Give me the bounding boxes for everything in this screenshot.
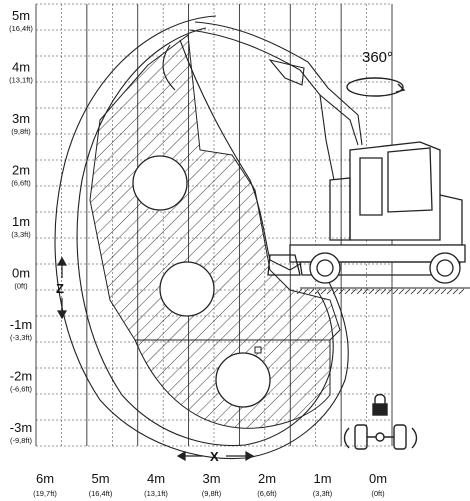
marker-square <box>254 346 262 354</box>
y-label-m: -2m <box>10 369 32 384</box>
x-label-ft: (0ft) <box>371 489 385 498</box>
z-axis-letter: Z <box>56 281 64 296</box>
excavator <box>267 141 470 289</box>
y-label-ft: (-3,3ft) <box>10 333 33 342</box>
x-label-m: 5m <box>91 471 109 486</box>
position-circle-middle <box>159 261 215 317</box>
z-axis-indicator <box>56 256 68 320</box>
axle-lock-icon <box>343 393 418 450</box>
y-label-m: 4m <box>12 60 30 75</box>
position-circle-lower <box>215 352 271 408</box>
y-label-ft: (-6,6ft) <box>10 385 33 394</box>
y-label-m: 2m <box>12 163 30 178</box>
x-label-ft: (6,6ft) <box>257 489 277 498</box>
x-label-m: 2m <box>258 471 276 486</box>
y-label-ft: (9,8ft) <box>11 127 31 136</box>
ground-hatch <box>296 288 465 295</box>
position-circle-upper <box>132 155 188 211</box>
x-label-m: 6m <box>36 471 54 486</box>
x-axis-indicator <box>176 450 255 462</box>
y-label-ft: (16,4ft) <box>9 24 33 33</box>
x-label-ft: (3,3ft) <box>313 489 333 498</box>
x-label-ft: (16,4ft) <box>89 489 113 498</box>
y-label-ft: (-9,8ft) <box>10 436 33 445</box>
y-label-m: 1m <box>12 214 30 229</box>
x-label-m: 0m <box>369 471 387 486</box>
x-label-ft: (9,8ft) <box>202 489 222 498</box>
y-label-ft: (6,6ft) <box>11 179 31 188</box>
rotation-icon <box>346 77 406 97</box>
x-label-m: 4m <box>147 471 165 486</box>
x-axis-letter: X <box>210 449 219 464</box>
hatched-zone <box>89 34 341 429</box>
y-label-ft: (0ft) <box>14 282 28 291</box>
y-label-m: 0m <box>12 266 30 281</box>
y-label-m: -3m <box>10 420 32 435</box>
y-label-m: 3m <box>12 111 30 126</box>
y-label-m: -1m <box>10 317 32 332</box>
x-label-m: 1m <box>313 471 331 486</box>
y-label-m: 5m <box>12 8 30 23</box>
x-label-ft: (13,1ft) <box>144 489 168 498</box>
y-label-ft: (3,3ft) <box>11 230 31 239</box>
x-label-m: 3m <box>202 471 220 486</box>
x-axis-labels: 6m (19,7ft) 5m (16,4ft) 4m (13,1ft) 3m (9,8ft) 2… <box>33 471 387 498</box>
boom-arm <box>162 21 363 271</box>
rotation-label: 360° <box>362 49 393 66</box>
y-axis-labels: 5m(16,4ft) 4m(13,1ft) 3m(9,8ft) 2m(6,6ft) 1m… <box>9 8 33 445</box>
x-label-ft: (19,7ft) <box>33 489 57 498</box>
y-label-ft: (13,1ft) <box>9 76 33 85</box>
